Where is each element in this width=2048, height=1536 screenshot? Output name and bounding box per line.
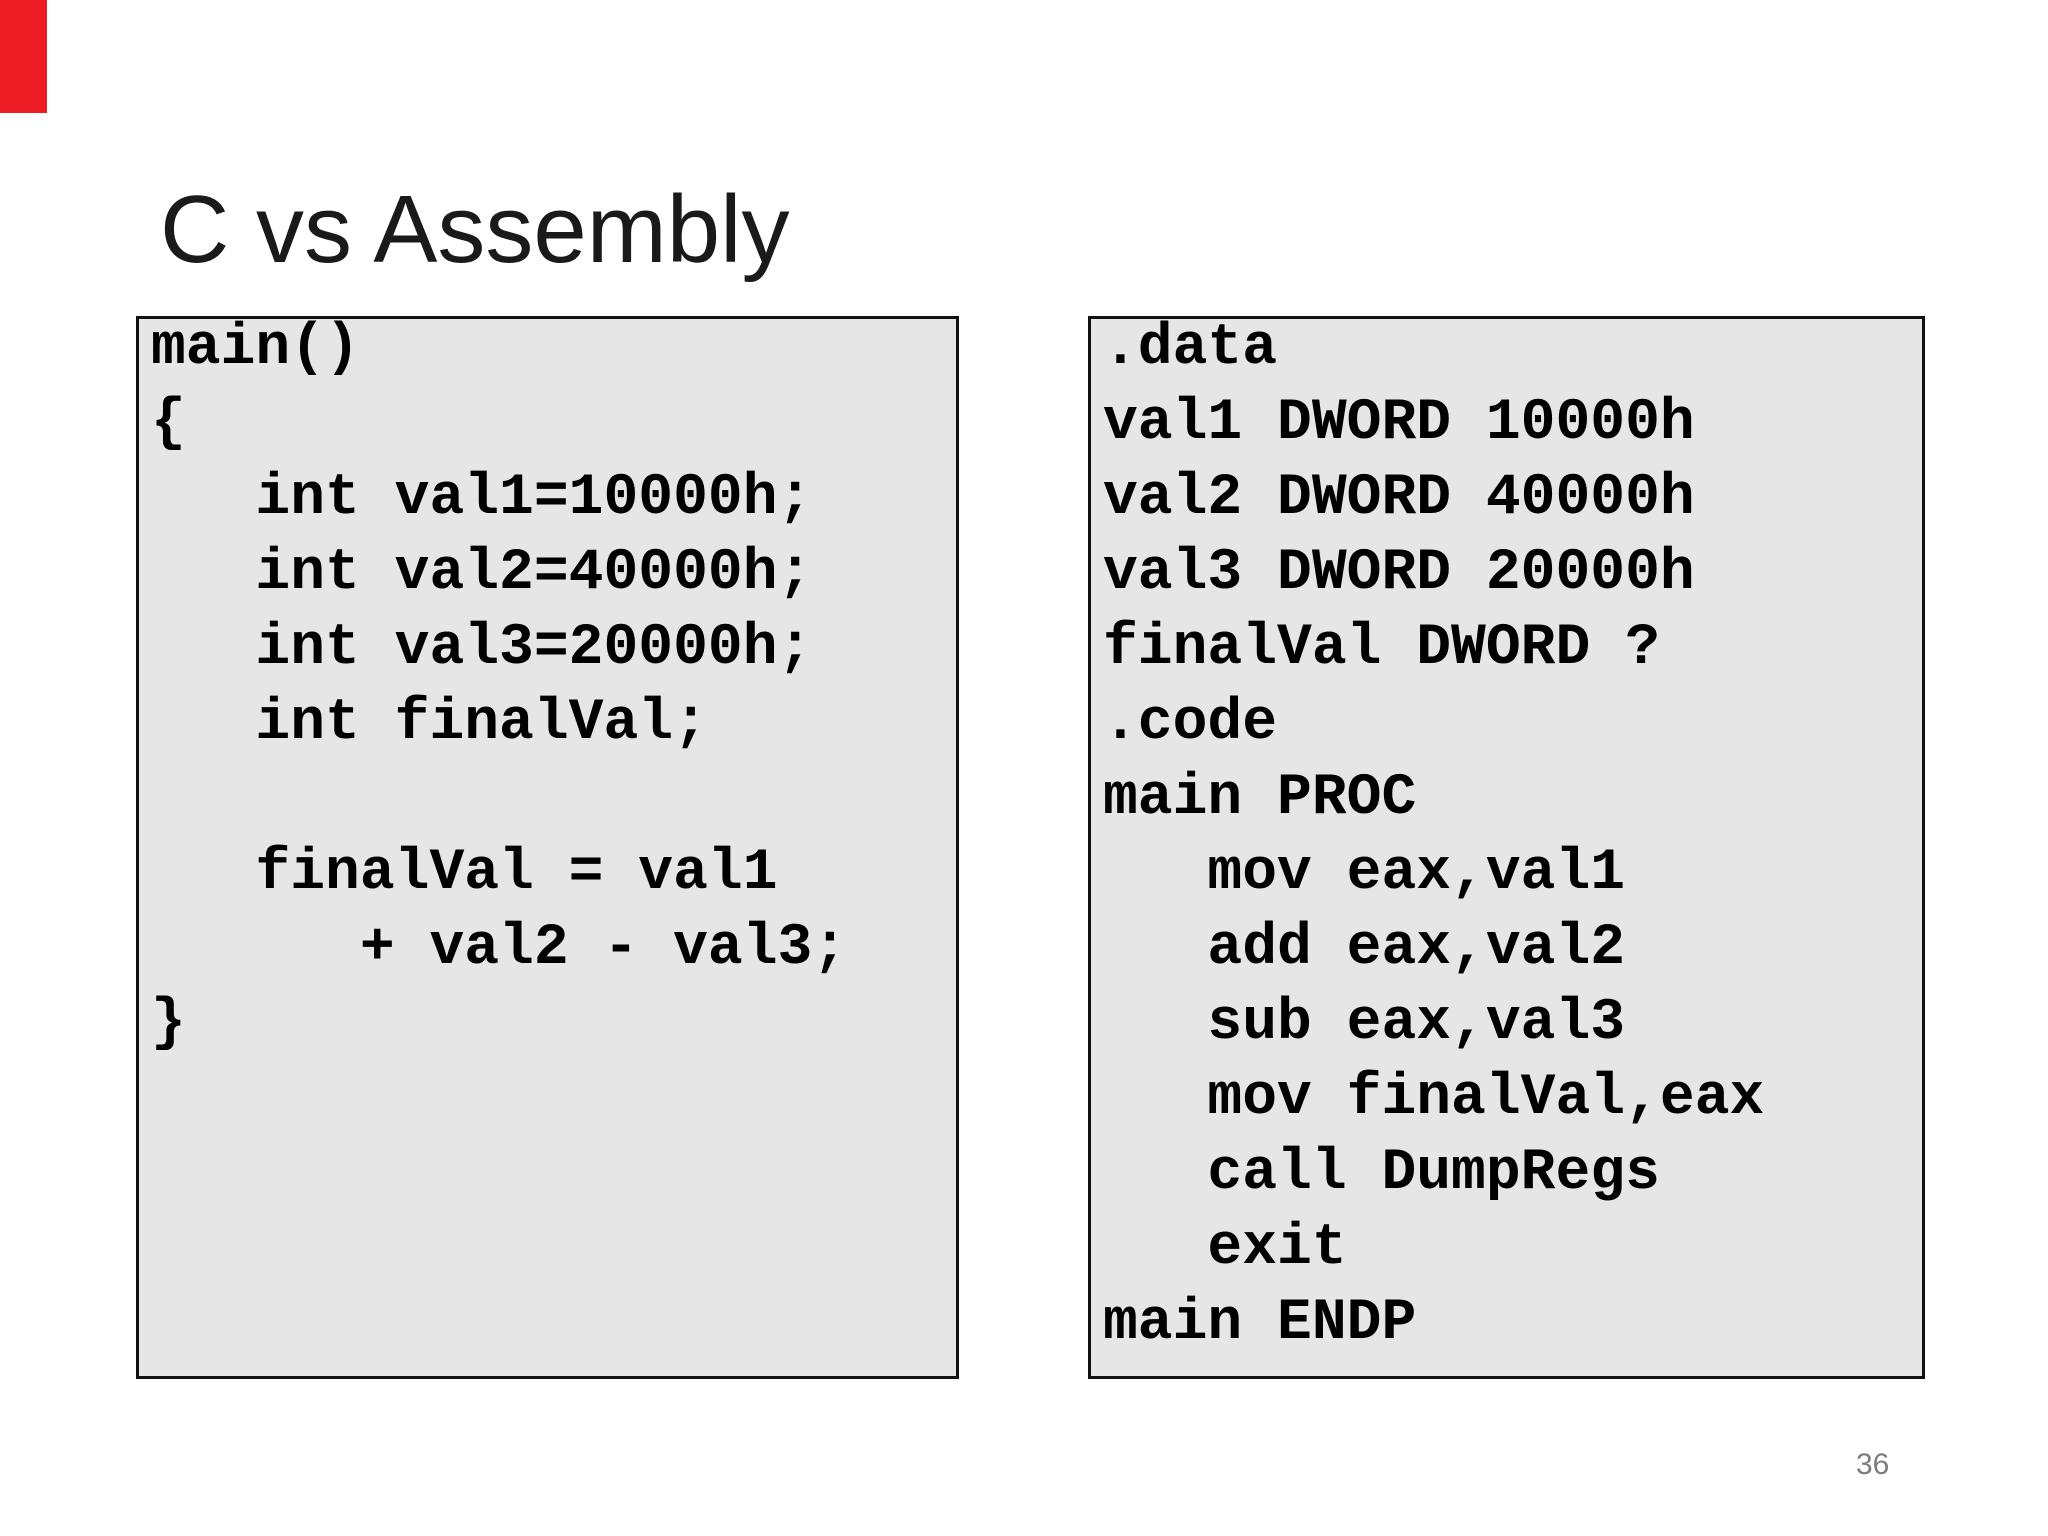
page-number: 36 [1856,1448,1890,1481]
assembly-code-panel: .data val1 DWORD 10000h val2 DWORD 40000… [1088,316,1925,1379]
red-accent-bar [0,0,47,113]
c-code-text: main() { int val1=10000h; int val2=40000… [151,316,848,1056]
page-title: C vs Assembly [160,176,790,283]
assembly-code-text: .data val1 DWORD 10000h val2 DWORD 40000… [1103,316,1765,1356]
c-code-panel: main() { int val1=10000h; int val2=40000… [136,316,959,1379]
